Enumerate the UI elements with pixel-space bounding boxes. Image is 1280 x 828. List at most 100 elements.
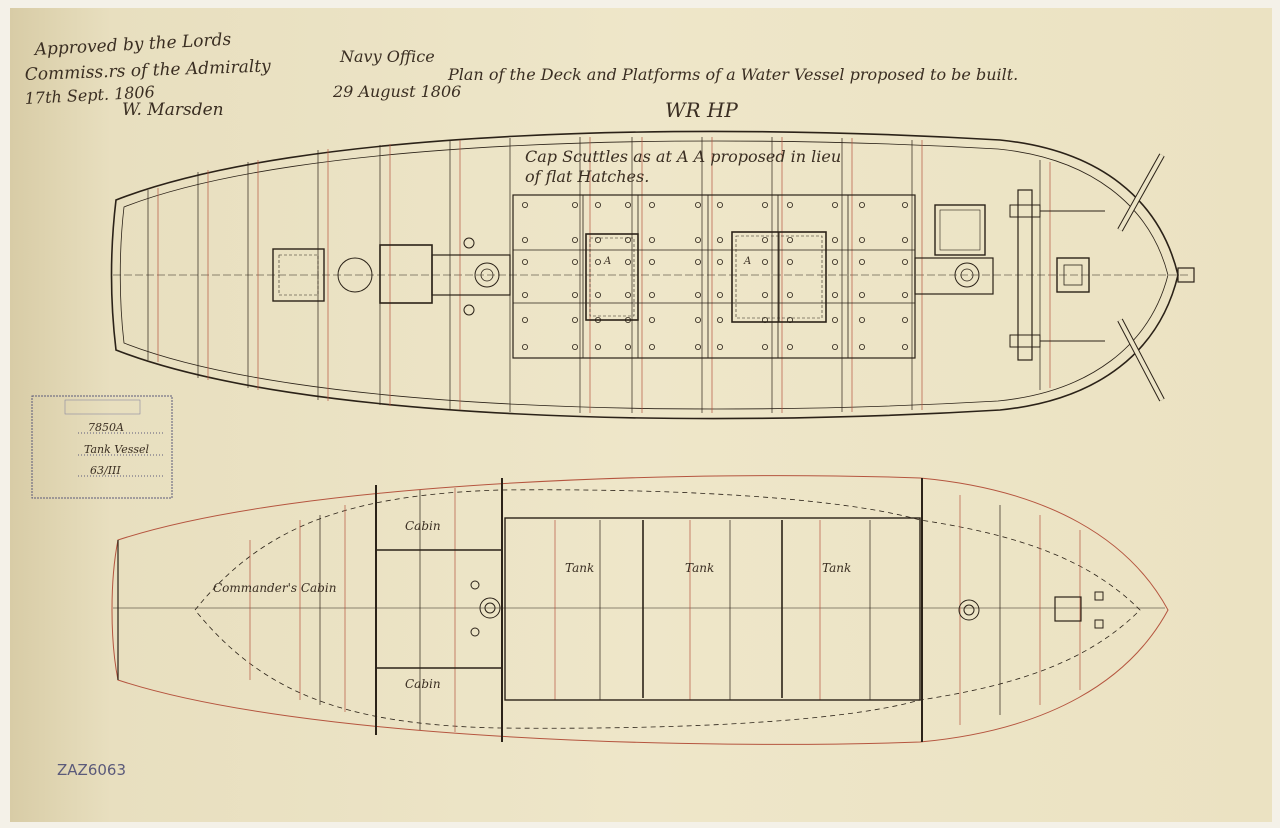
scuttle-ring bbox=[572, 258, 579, 265]
label-tank-1: Tank bbox=[565, 561, 594, 575]
scuttle-ring bbox=[595, 343, 602, 350]
scuttle-ring bbox=[625, 258, 632, 265]
scuttle-ring bbox=[572, 236, 579, 243]
scuttle-ring bbox=[787, 343, 794, 350]
scuttle-ring bbox=[522, 201, 529, 208]
initials: WR HP bbox=[665, 98, 738, 122]
scuttle-ring bbox=[832, 201, 839, 208]
scuttle-ring bbox=[717, 291, 724, 298]
scuttle-ring bbox=[595, 201, 602, 208]
scuttle-ring bbox=[625, 236, 632, 243]
scuttle-ring bbox=[902, 236, 909, 243]
label-cabin-upper: Cabin bbox=[405, 519, 441, 533]
windlass bbox=[1017, 189, 1033, 361]
scuttle-ring bbox=[649, 343, 656, 350]
scuttle-ring bbox=[859, 291, 866, 298]
scuttle-ring bbox=[695, 291, 702, 298]
scuttle-ring bbox=[902, 258, 909, 265]
scuttle-ring bbox=[649, 316, 656, 323]
scuttle-ring bbox=[649, 258, 656, 265]
scuttle-ring bbox=[762, 201, 769, 208]
stamp-number: 7850A bbox=[88, 421, 124, 434]
platform-plan bbox=[111, 475, 1169, 745]
scuttle-ring bbox=[522, 291, 529, 298]
label-cabin-lower: Cabin bbox=[405, 677, 441, 691]
scuttle-ring bbox=[695, 201, 702, 208]
scuttle-ring bbox=[595, 236, 602, 243]
scuttle-ring bbox=[787, 258, 794, 265]
hatch-mark-a-2: A bbox=[743, 256, 751, 267]
scuttle-ring bbox=[695, 258, 702, 265]
scuttle-rings bbox=[522, 201, 909, 350]
scuttle-ring bbox=[859, 258, 866, 265]
scuttle-ring bbox=[595, 291, 602, 298]
scuttle-ring bbox=[625, 316, 632, 323]
drawing-title: Plan of the Deck and Platforms of a Wate… bbox=[447, 65, 1018, 84]
label-tank-2: Tank bbox=[685, 561, 714, 575]
stamp-ref: 63/III bbox=[90, 464, 121, 477]
scuttle-ring bbox=[762, 258, 769, 265]
office-name: Navy Office bbox=[339, 47, 435, 66]
scuttle-ring bbox=[695, 316, 702, 323]
scuttle-ring bbox=[717, 316, 724, 323]
scuttle-ring bbox=[859, 343, 866, 350]
scuttle-ring bbox=[832, 291, 839, 298]
deck-planks bbox=[147, 137, 1051, 413]
scuttle-ring bbox=[902, 291, 909, 298]
scuttle-ring bbox=[832, 258, 839, 265]
scuttle-ring bbox=[902, 201, 909, 208]
scuttle-ring bbox=[859, 236, 866, 243]
scuttle-ring bbox=[595, 316, 602, 323]
approval-note: Approved by the Lords Commiss.rs of the … bbox=[24, 30, 271, 120]
scuttle-ring bbox=[762, 291, 769, 298]
scuttle-ring bbox=[859, 201, 866, 208]
catalogue-reference: ZAZ6063 bbox=[57, 761, 126, 779]
paper-sheet bbox=[10, 8, 1272, 822]
scuttle-ring bbox=[649, 201, 656, 208]
scuttle-ring bbox=[787, 316, 794, 323]
scuttle-ring bbox=[859, 316, 866, 323]
scuttle-ring bbox=[762, 343, 769, 350]
office-note: Navy Office 29 August 1806 bbox=[332, 47, 461, 101]
scuttle-ring bbox=[717, 343, 724, 350]
scuttle-ring bbox=[522, 258, 529, 265]
scuttle-ring bbox=[625, 201, 632, 208]
scuttle-ring bbox=[695, 236, 702, 243]
bowsprit bbox=[1177, 267, 1195, 283]
scuttle-ring bbox=[572, 291, 579, 298]
deck-plan bbox=[110, 130, 1195, 420]
scuttle-ring bbox=[522, 316, 529, 323]
scuttle-ring bbox=[902, 343, 909, 350]
stern-hatch bbox=[272, 248, 325, 302]
archive-stamp: 7850A Tank Vessel 63/III bbox=[31, 395, 173, 499]
label-tank-3: Tank bbox=[822, 561, 851, 575]
scuttle-ring bbox=[649, 236, 656, 243]
scuttle-ring bbox=[572, 316, 579, 323]
stamp-subject: Tank Vessel bbox=[84, 443, 150, 456]
scuttle-ring bbox=[832, 236, 839, 243]
tank-block bbox=[504, 517, 921, 701]
scuttle-ring bbox=[695, 343, 702, 350]
scuttle-ring bbox=[522, 343, 529, 350]
fore-hatch bbox=[934, 204, 986, 256]
hatch-mark-a-1: A bbox=[603, 256, 611, 267]
scuttle-ring bbox=[649, 291, 656, 298]
scuttle-ring bbox=[787, 291, 794, 298]
scuttle-ring bbox=[595, 258, 602, 265]
signature: W. Marsden bbox=[122, 100, 224, 120]
scuttle-ring bbox=[832, 343, 839, 350]
office-date: 29 August 1806 bbox=[332, 82, 461, 101]
scuttle-ring bbox=[787, 201, 794, 208]
scuttle-ring bbox=[625, 291, 632, 298]
scuttle-ring bbox=[762, 236, 769, 243]
scuttle-ring bbox=[717, 236, 724, 243]
scuttle-ring bbox=[787, 236, 794, 243]
deck-note-line-2: of flat Hatches. bbox=[525, 167, 649, 186]
platform-hull-outline bbox=[111, 475, 1169, 745]
scuttle-ring bbox=[572, 201, 579, 208]
scuttle-ring bbox=[762, 316, 769, 323]
scuttle-ring bbox=[832, 316, 839, 323]
capstan bbox=[337, 257, 373, 293]
scuttle-ring bbox=[572, 343, 579, 350]
